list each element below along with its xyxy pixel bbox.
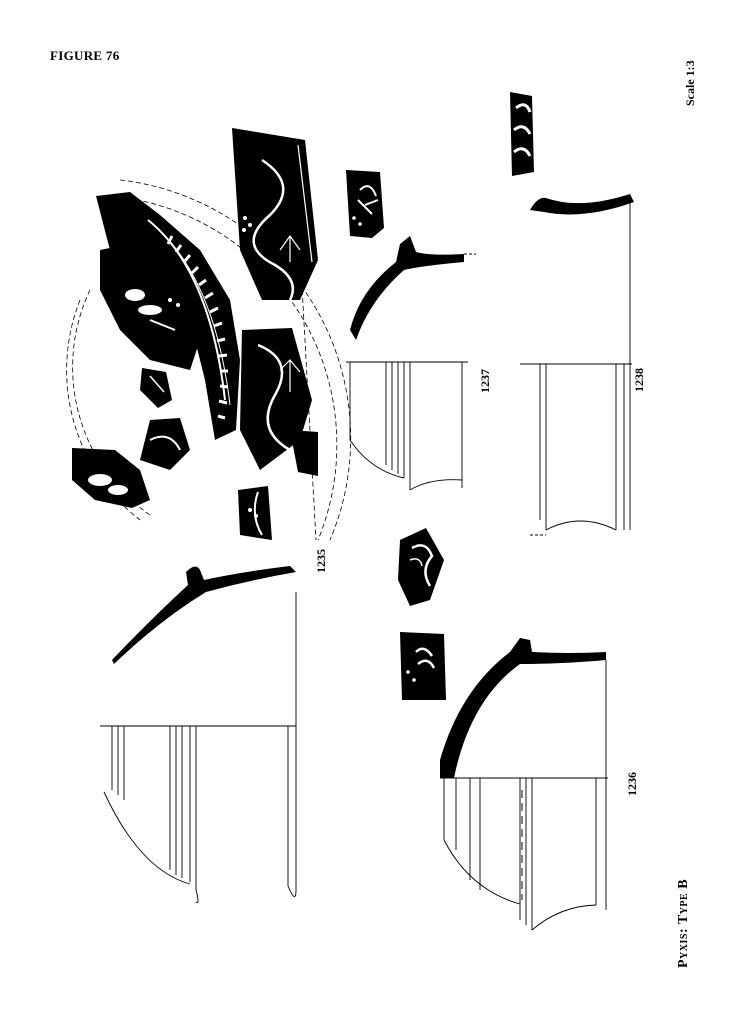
- profile-1237: [346, 236, 476, 491]
- catalogue-number-1235: 1235: [314, 549, 328, 573]
- lid-1235-decorated-fragments: [66, 128, 352, 541]
- figure-label: FIGURE 76: [50, 48, 120, 63]
- profile-1238: [520, 194, 634, 536]
- fragment-1238-decorated: [510, 92, 534, 176]
- catalogue-number-1238: 1238: [632, 368, 646, 392]
- catalogue-number-1237: 1237: [478, 369, 492, 393]
- fragments-1236-decorated: [398, 528, 446, 700]
- profile-1235: [100, 566, 297, 903]
- fragment-1237-decorated: [346, 170, 384, 238]
- profile-1236: [440, 638, 608, 931]
- catalogue-number-1236: 1236: [625, 772, 639, 796]
